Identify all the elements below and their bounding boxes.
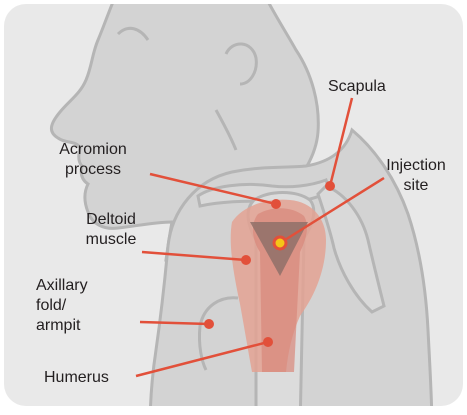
label-axillary-line2: fold/ <box>36 296 88 316</box>
label-axillary-line1: Axillary <box>36 276 88 296</box>
label-acromion-line2: process <box>44 160 142 180</box>
marker-deltoid <box>241 255 251 265</box>
marker-scapula <box>325 181 335 191</box>
label-deltoid-line2: muscle <box>76 230 146 250</box>
label-axillary-fold: Axillary fold/ armpit <box>36 276 88 336</box>
marker-acromion <box>271 199 281 209</box>
label-scapula: Scapula <box>328 77 386 97</box>
label-axillary-line3: armpit <box>36 316 88 336</box>
label-injection-site: Injection site <box>376 156 456 196</box>
label-acromion-process: Acromion process <box>44 140 142 180</box>
label-injection-line1: Injection <box>376 156 456 176</box>
label-acromion-line1: Acromion <box>44 140 142 160</box>
label-deltoid-muscle: Deltoid muscle <box>76 210 146 250</box>
marker-axillary <box>204 319 214 329</box>
marker-humerus <box>263 337 273 347</box>
label-humerus: Humerus <box>44 368 109 388</box>
injection-site-marker <box>274 237 286 249</box>
label-deltoid-line1: Deltoid <box>76 210 146 230</box>
label-injection-line2: site <box>376 176 456 196</box>
